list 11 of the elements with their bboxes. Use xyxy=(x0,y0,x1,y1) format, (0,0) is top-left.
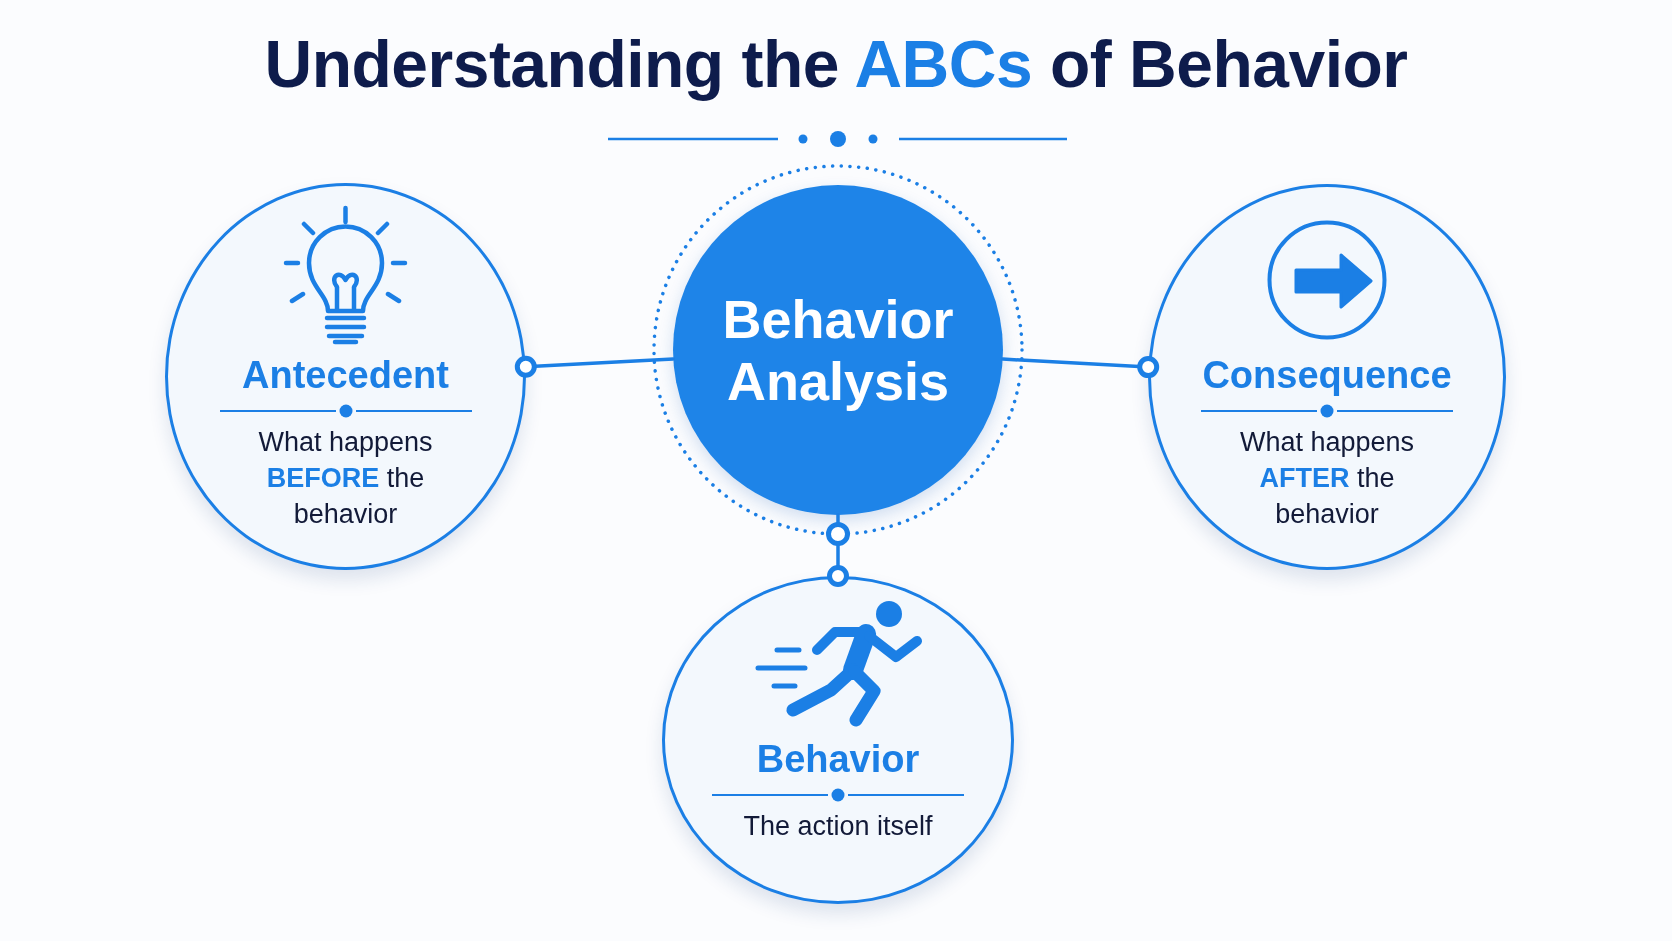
connector-line xyxy=(514,355,675,378)
node-description: What happens BEFORE the behavior xyxy=(257,426,434,531)
node-description: The action itself xyxy=(742,810,934,843)
hub-label: Behavior Analysis xyxy=(721,288,955,412)
node-heading: Antecedent xyxy=(242,353,449,397)
connector-line xyxy=(827,513,849,587)
connector-line xyxy=(1000,356,1160,379)
title: Understanding the ABCs of Behavior xyxy=(264,26,1408,103)
node-heading: Consequence xyxy=(1202,353,1452,397)
node-description: What happens AFTER the behavior xyxy=(1238,426,1416,531)
node-heading: Behavior xyxy=(756,737,920,781)
